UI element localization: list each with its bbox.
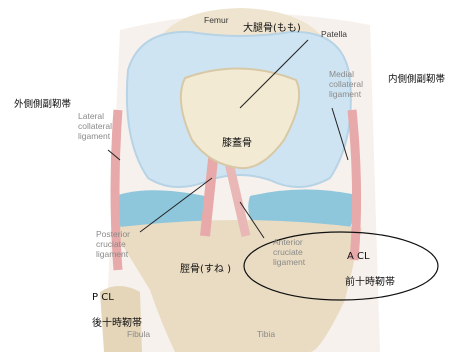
femur-label: Femur: [204, 16, 229, 26]
acl-jp-label: 前十時靭帯: [345, 278, 395, 288]
medial-collateral-jp-label: 内側側副靭帯: [388, 75, 445, 85]
pcl-jp-label: 後十時靭帯: [92, 319, 142, 329]
lateral-collateral-label: Lateral collateral ligament: [78, 112, 112, 141]
tibia-jp-label: 脛骨(すね ): [180, 265, 231, 275]
tibia-label: Tibia: [257, 330, 275, 340]
lateral-collateral-jp-label: 外側側副靭帯: [14, 100, 71, 110]
posterior-cruciate-label: Posterior cruciate ligament: [96, 230, 130, 259]
patella-jp-label: 膝蓋骨: [222, 139, 252, 149]
fibula-label: Fibula: [127, 330, 150, 340]
pcl-label: P CL: [92, 293, 114, 303]
patella-label: Patella: [321, 30, 347, 40]
femur-jp-label: 大腿骨(もも): [243, 24, 301, 34]
anterior-cruciate-label: Anterior cruciate ligament: [273, 238, 305, 267]
acl-label: A CL: [347, 252, 370, 262]
medial-collateral-ligament: [352, 110, 357, 260]
medial-collateral-label: Medial collateral ligament: [329, 70, 363, 99]
